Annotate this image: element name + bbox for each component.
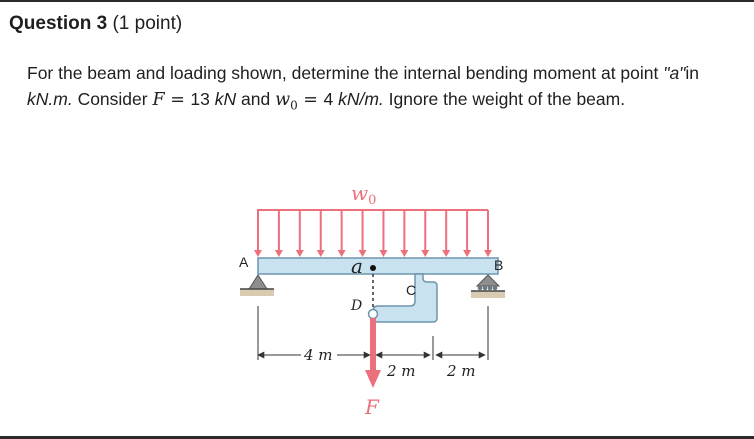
load-arrow-head (358, 250, 367, 257)
text-part: Ignore the weight of the beam. (383, 89, 626, 109)
load-arrow-head (400, 250, 409, 257)
roller-wheels (477, 285, 498, 291)
load-arrow-head (295, 250, 304, 257)
bracket (372, 273, 438, 323)
dim-2m-b: 2 m (446, 362, 476, 380)
question-text: For the beam and loading shown, determin… (27, 60, 732, 119)
question-title: Question 3 (1 point) (9, 13, 182, 35)
load-arrow-head (337, 250, 346, 257)
load-arrow-head (484, 250, 492, 257)
beam (257, 257, 499, 275)
point-a-dot (370, 265, 376, 271)
beam-diagram: w0 A B C D a F 4 m 2 m 2 m (239, 181, 505, 419)
question-label: Question 3 (9, 13, 108, 34)
force-head (365, 370, 381, 388)
label-c: C (406, 282, 416, 298)
label-a-lower: a (351, 254, 363, 278)
load-arrow-head (254, 250, 262, 257)
right-support (475, 274, 501, 287)
bottom-border (0, 436, 754, 439)
pin-d (367, 308, 379, 320)
label-d: D (350, 298, 362, 314)
force-shaft (370, 318, 376, 372)
math-sub: 0 (290, 98, 298, 113)
top-border (0, 0, 754, 2)
dim-4m: 4 m (303, 346, 333, 364)
label-a: A (239, 254, 249, 270)
math-equals: = (164, 90, 191, 110)
math-var-w: w (275, 90, 291, 110)
left-support (248, 274, 268, 290)
load-label: w0 (351, 181, 376, 208)
text-part: and (236, 89, 276, 109)
force-label: F (364, 395, 380, 419)
text-part: 4 (323, 89, 339, 109)
math-equals: = (297, 90, 324, 110)
text-part: Consider (72, 89, 153, 109)
text-part: kN/m. (338, 89, 384, 109)
load-arrow-head (379, 250, 388, 257)
right-ground (471, 291, 505, 298)
label-b: B (494, 257, 503, 273)
dim-2m-a: 2 m (386, 362, 416, 380)
text-part: in (685, 63, 700, 83)
load-arrow-head (316, 250, 325, 257)
load-arrow-head (463, 250, 472, 257)
text-part: For the beam and loading shown, determin… (27, 63, 664, 83)
question-points: (1 point) (112, 13, 183, 34)
left-ground (240, 289, 274, 296)
load-arrows (254, 210, 492, 257)
text-part: kN.m. (27, 89, 73, 109)
math-var-f: F (152, 90, 165, 110)
text-part: "a" (663, 63, 686, 83)
load-arrow-head (274, 250, 283, 257)
text-part: 13 (190, 89, 215, 109)
text-part: kN (214, 89, 237, 109)
load-arrow-head (421, 250, 430, 257)
load-arrow-head (442, 250, 451, 257)
